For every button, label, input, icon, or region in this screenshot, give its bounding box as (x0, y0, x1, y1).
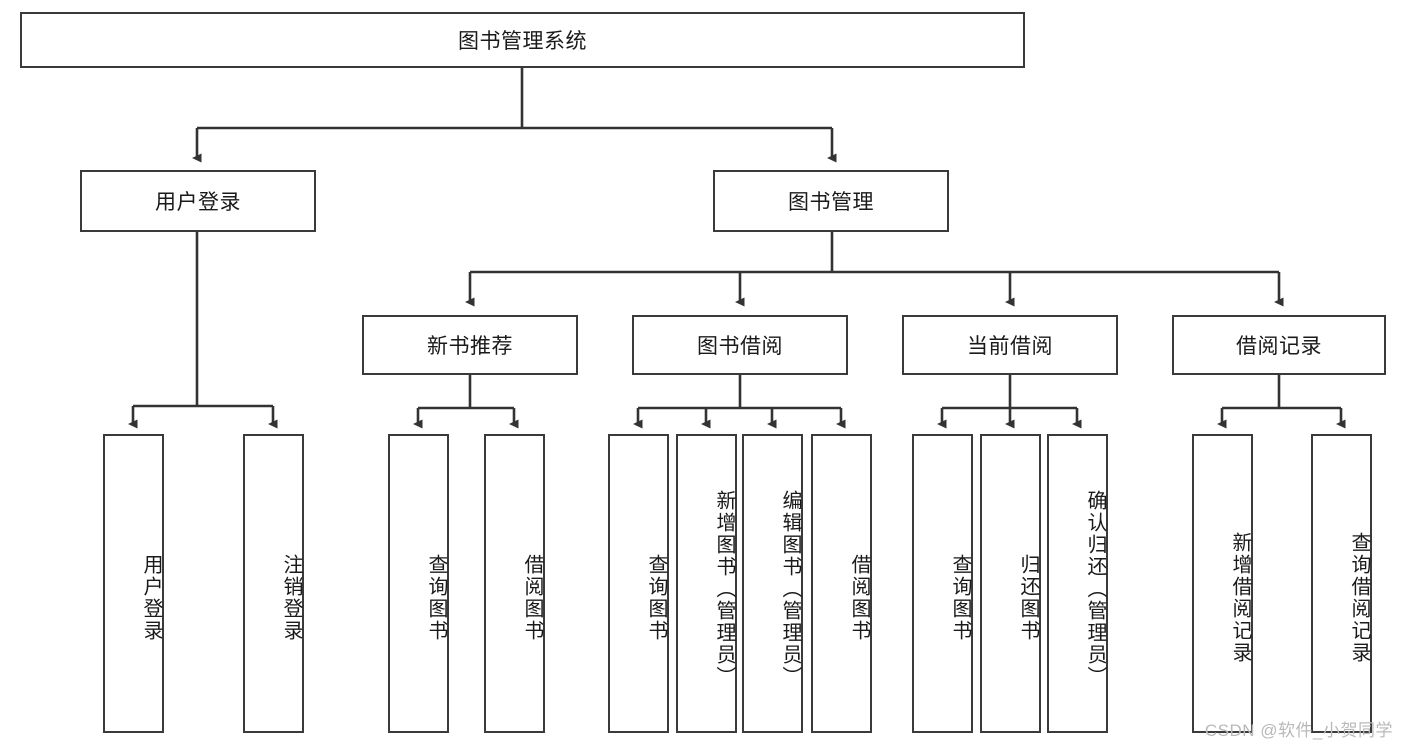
node-leaf-user-login-1[interactable]: 用户登录 (103, 434, 164, 733)
node-leaf-current-borrow-3[interactable]: 确认归还（管理员） (1047, 434, 1108, 733)
node-leaf-book-borrow-4[interactable]: 借阅图书 (811, 434, 872, 733)
node-leaf-current-borrow-1-label: 查询图书 (949, 553, 971, 642)
node-leaf-book-borrow-2[interactable]: 新增图书（管理员） (676, 434, 737, 733)
node-leaf-book-borrow-4-label: 借阅图书 (848, 553, 870, 642)
node-leaf-current-borrow-1[interactable]: 查询图书 (912, 434, 973, 733)
node-leaf-user-login-2-label: 注销登录 (280, 553, 302, 642)
node-leaf-new-book-2-label: 借阅图书 (521, 553, 543, 642)
node-book-borrow[interactable]: 图书借阅 (632, 315, 848, 375)
node-leaf-current-borrow-2[interactable]: 归还图书 (980, 434, 1041, 733)
node-leaf-book-borrow-1[interactable]: 查询图书 (608, 434, 669, 733)
node-new-book-recommend-label: 新书推荐 (427, 335, 513, 358)
node-leaf-current-borrow-3-label: 确认归还（管理员） (1084, 489, 1106, 688)
node-leaf-book-borrow-2-label: 新增图书（管理员） (713, 489, 735, 688)
watermark-text: CSDN @软件_小贺同学 (1204, 721, 1393, 740)
node-root-label: 图书管理系统 (458, 30, 587, 53)
node-leaf-borrow-record-1[interactable]: 新增借阅记录 (1192, 434, 1253, 733)
node-leaf-book-borrow-3[interactable]: 编辑图书（管理员） (742, 434, 803, 733)
node-leaf-user-login-1-label: 用户登录 (140, 553, 162, 642)
node-leaf-borrow-record-2-label: 查询借阅记录 (1348, 531, 1370, 664)
node-leaf-new-book-2[interactable]: 借阅图书 (484, 434, 545, 733)
node-new-book-recommend[interactable]: 新书推荐 (362, 315, 578, 375)
node-leaf-new-book-1[interactable]: 查询图书 (388, 434, 449, 733)
node-leaf-user-login-2[interactable]: 注销登录 (243, 434, 304, 733)
node-leaf-current-borrow-2-label: 归还图书 (1017, 553, 1039, 642)
node-root[interactable]: 图书管理系统 (20, 12, 1025, 68)
node-current-borrow[interactable]: 当前借阅 (902, 315, 1118, 375)
node-current-borrow-label: 当前借阅 (967, 335, 1053, 358)
node-book-management-label: 图书管理 (788, 191, 874, 214)
node-borrow-record[interactable]: 借阅记录 (1172, 315, 1386, 375)
node-user-login[interactable]: 用户登录 (80, 170, 316, 232)
node-leaf-new-book-1-label: 查询图书 (425, 553, 447, 642)
node-book-management[interactable]: 图书管理 (713, 170, 949, 232)
node-leaf-borrow-record-1-label: 新增借阅记录 (1229, 531, 1251, 664)
node-leaf-book-borrow-1-label: 查询图书 (645, 553, 667, 642)
node-book-borrow-label: 图书借阅 (697, 335, 783, 358)
node-borrow-record-label: 借阅记录 (1236, 335, 1322, 358)
node-leaf-book-borrow-3-label: 编辑图书（管理员） (779, 489, 801, 688)
node-user-login-label: 用户登录 (155, 191, 241, 214)
node-leaf-borrow-record-2[interactable]: 查询借阅记录 (1311, 434, 1372, 733)
